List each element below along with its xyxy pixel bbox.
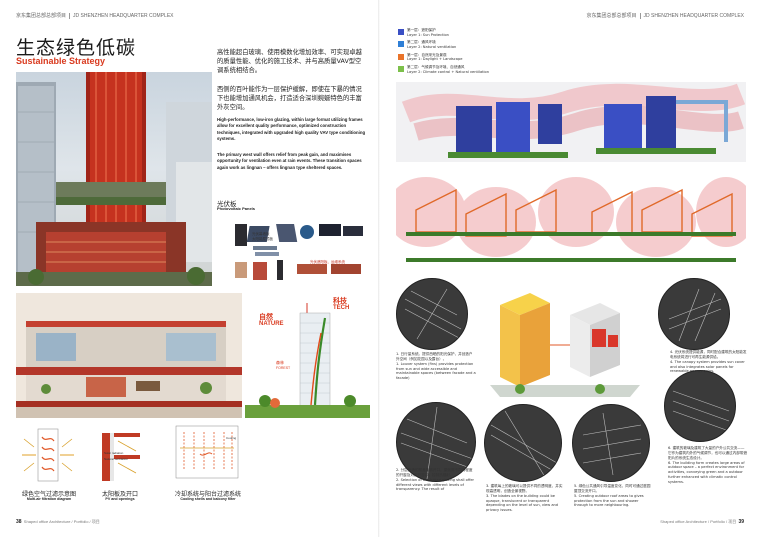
left-footer: 38 Shaped office Architecture / Portfoli… [16,519,100,525]
pv-item-2: 太阳能屋顶板 [252,237,273,241]
tech-label-cn: 科技 [333,297,347,305]
caption-2-cn: 太阳板及开口 [101,491,138,498]
left-page: 京东集团总部总部项目 JD SHENZHEN HEADQUARTER COMPLE… [16,12,370,525]
legend-swatch [398,66,404,73]
section-cutaway-image [16,293,242,418]
note-3-en: 3. The blades on the building could be o… [486,493,559,513]
legend-en: Layer 2: Natural ventilation [407,45,457,50]
pv-item-1: 光伏幕墙板 [252,232,270,236]
header-en: JD SHENZHEN HEADQUARTER COMPLEX [73,13,174,19]
legend-swatch [398,29,404,35]
pv-panels-image [235,218,365,284]
caption-2-en: PV and openings [105,497,135,501]
legend-en: Layer 1: Sun Protection [407,32,449,37]
header-en-right: JD SHENZHEN HEADQUARTER COMPLEX [643,13,744,19]
note-6-cn: 6. 建筑的玻璃及建筑了大量的户外公共交流——它作为建筑内外的气候调节，也可以通… [668,446,748,460]
legend-cn: 第二层：通风环境 [407,40,436,45]
legend-cn: 第二层：气候调节及环境、自然通风 [407,65,465,70]
legend-swatch [398,41,404,48]
tech-nature-diagram [245,293,370,418]
right-page: 京东集团总部总部项目 JD SHENZHEN HEADQUARTER COMPLE… [380,0,760,537]
detail-circle-3 [396,402,476,482]
detail-circle-1 [396,278,468,350]
caption-3-en: Cooling shells and balcony filter [180,497,236,501]
note-6: 6. 建筑的玻璃及建筑了大量的户外公共交流——它作为建筑内外的气候调节，也可以通… [668,446,748,485]
nature-label-cn: 自然 [259,313,273,321]
note-4-en: 4. The canopy system provides sun cover … [670,359,745,374]
tech-label-en: TECH [333,305,350,311]
body-cn-1: 高性能超白玻璃、使用模数化增加效率、可实现卓越的质量性能、优化的施工技术、并与高… [217,49,362,75]
facade-strip-image [396,82,746,272]
forest-label-en: FOREST [276,366,291,370]
caption-1-cn: 绿色空气过滤示意图 [21,491,76,498]
detail-circle-4 [484,404,562,482]
note-5-cn: 5. 绿色公共通风引导温度变化，同时可通过庭园屋顶交流开口。 [574,484,651,493]
air-filter-diagram [18,425,78,485]
detail-circle-2 [658,278,730,350]
note-1-cn: 1. 日行量系统。提供西晒的阳光保护，并创造户外空间（例如花园以及露台）。 [396,352,473,361]
note-1: 1. 日行量系统。提供西晒的阳光保护，并创造户外空间（例如花园以及露台）。1. … [396,352,476,381]
pv-title-en: Photovoltaic Panels [217,206,256,211]
detail-circle-6 [664,370,736,442]
label-solar: Solar radiation [104,451,124,455]
footer-text-left: Shaped office Architecture / Portfolio /… [23,519,100,524]
note-2-en: 2. Selection of the fritted glazing shal… [396,477,475,492]
tower-render-image [16,72,212,286]
pv-openings-diagram [96,425,146,485]
body-en-2: The primary west wall offers relief from… [217,152,362,170]
axonometric-diagram [480,285,650,405]
footer-text-right: Shaped office Architecture / Portfolio /… [660,519,737,524]
legend-en: Layer 1: Daylight + Landscape [407,57,463,62]
pv-title-cn: 光伏板 [217,200,237,208]
note-5-en: 5. Creating outdoor roof areas to gives … [574,493,644,508]
left-header: 京东集团总部总部项目 JD SHENZHEN HEADQUARTER COMPLE… [16,12,174,19]
page-title-cn: 生态绿色低碳 [16,37,137,59]
page-number-right: 39 [738,519,744,525]
note-6-en: 6. The building form creates large areas… [668,460,745,484]
caption-1-en: Multi-air filtration diagram [26,497,72,501]
note-3: 3. 建筑每上的玻璃可以提供不同的透明度，并实现高透明，创造全景视野。3. Th… [486,484,564,513]
note-1-en: 1. Louver system (fins) provides protect… [396,361,476,381]
note-4: 4. 光伏系统提供能源，同时配合建筑的太阳能发电系统将进行可再生能源供给。4. … [670,350,750,374]
legend-cn: 第一层：遮阳保护 [407,28,436,32]
right-footer: Shaped office Architecture / Portfolio /… [660,519,744,525]
note-2-cn: 2. 分层外墙的覆盖旋转开口。屋面用不同的程度的开窗及对应开窗口，控制热辐射。 [396,468,473,477]
header-cn: 京东集团总部总部项目 [16,13,67,19]
label-ventilation: Natural ventilation [104,457,129,461]
legend-swatch [398,53,404,60]
detail-circle-5 [572,404,650,482]
forest-label-cn: 森林 [276,360,284,365]
legend-en: Layer 2: Climate control + Natural venti… [407,69,490,74]
note-5: 5. 绿色公共通风引导温度变化，同时可通过庭园屋顶交流开口。5. Creatin… [574,484,652,508]
body-en-1: High-performance, low-iron glazing, with… [217,117,366,142]
pv-item-3: 光伏遮阳板、运维系统 [310,260,345,264]
note-3-cn: 3. 建筑每上的玻璃可以提供不同的透明度，并实现高透明，创造全景视野。 [486,484,563,493]
label-cooling: Cooling [226,436,237,440]
cooling-shell-diagram [170,418,244,484]
note-4-cn: 4. 光伏系统提供能源，同时配合建筑的太阳能发电系统将进行可再生能源供给。 [670,350,747,359]
note-2: 2. 分层外墙的覆盖旋转开口。屋面用不同的程度的开窗及对应开窗口，控制热辐射。2… [396,468,476,492]
header-cn-right: 京东集团总部总部项目 [586,13,637,19]
body-cn-2: 西侧的百叶能作为一层保护缓解，即使在下暴的情况下也能增加通风机会，打造适合深圳蜿… [217,86,362,112]
nature-label-en: NATURE [259,321,284,327]
caption-3-cn: 冷却系统与阳台过滤系统 [174,491,241,498]
page-number-left: 38 [16,519,22,525]
right-header: 京东集团总部总部项目 JD SHENZHEN HEADQUARTER COMPLE… [586,12,744,19]
page-title-en: Sustainable Strategy [16,56,106,66]
legend-cn: 第一层：自然采光及景观 [407,52,447,57]
